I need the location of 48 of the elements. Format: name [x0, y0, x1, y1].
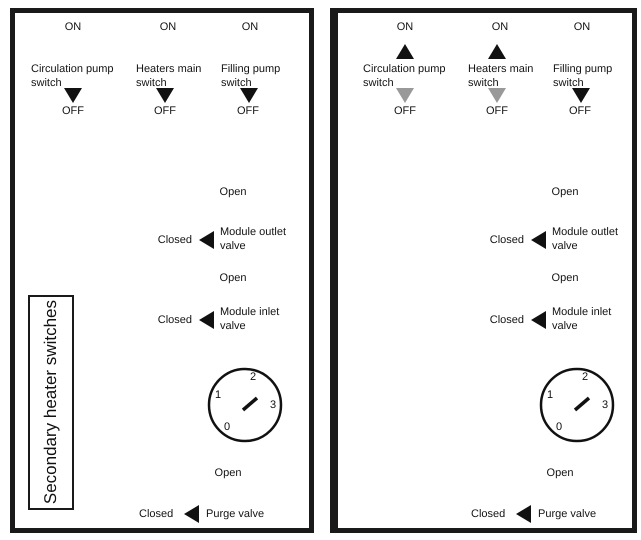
dial-number: 2 — [250, 370, 258, 384]
dial-number: 2 — [582, 370, 590, 384]
state-label: ON — [572, 20, 592, 34]
state-label: OFF — [393, 104, 417, 118]
state-label: Open — [218, 185, 248, 199]
state-label: ON — [64, 20, 82, 34]
state-label: OFF — [568, 104, 592, 118]
state-label: Closed — [488, 313, 524, 327]
valve-label: Module outlet valve — [220, 225, 288, 253]
switch-label: Heaters main switch — [468, 62, 534, 90]
state-label: ON — [240, 20, 260, 34]
dial-number: 3 — [602, 398, 610, 412]
switch-group-box — [28, 295, 74, 510]
state-label: Closed — [139, 507, 174, 521]
state-label: OFF — [236, 104, 260, 118]
state-label: Open — [546, 466, 574, 480]
valve-label: Module inlet valve — [220, 305, 280, 333]
state-label: ON — [396, 20, 414, 34]
control-panel — [330, 8, 637, 533]
state-label: Closed — [156, 233, 192, 247]
state-label: Open — [218, 271, 248, 285]
valve-label: Purge valve — [206, 507, 266, 521]
switch-label: Filling pump switch — [553, 62, 614, 90]
switch-label: Circulation pump switch — [31, 62, 115, 90]
state-label: Open — [550, 271, 580, 285]
valve-label: Module outlet valve — [552, 225, 620, 253]
state-label: ON — [490, 20, 510, 34]
switch-label: Heaters main switch — [136, 62, 202, 90]
state-label: OFF — [61, 104, 85, 118]
dial-number: 1 — [547, 388, 554, 402]
dial-number: 3 — [270, 398, 278, 412]
switch-label: Circulation pump switch — [363, 62, 447, 90]
dial-number: 0 — [556, 420, 564, 434]
valve-label: Module inlet valve — [552, 305, 612, 333]
state-label: Closed — [471, 507, 506, 521]
state-label: OFF — [153, 104, 177, 118]
state-label: OFF — [485, 104, 509, 118]
state-label: Open — [550, 185, 580, 199]
dial-number: 1 — [215, 388, 222, 402]
state-label: Closed — [488, 233, 524, 247]
state-label: ON — [158, 20, 178, 34]
switch-label: Filling pump switch — [221, 62, 282, 90]
dial-number: 0 — [224, 420, 232, 434]
state-label: Closed — [156, 313, 192, 327]
state-label: Open — [214, 466, 242, 480]
control-panel — [10, 8, 314, 533]
valve-label: Purge valve — [538, 507, 598, 521]
group-title: Secondary heater switches — [41, 300, 61, 505]
